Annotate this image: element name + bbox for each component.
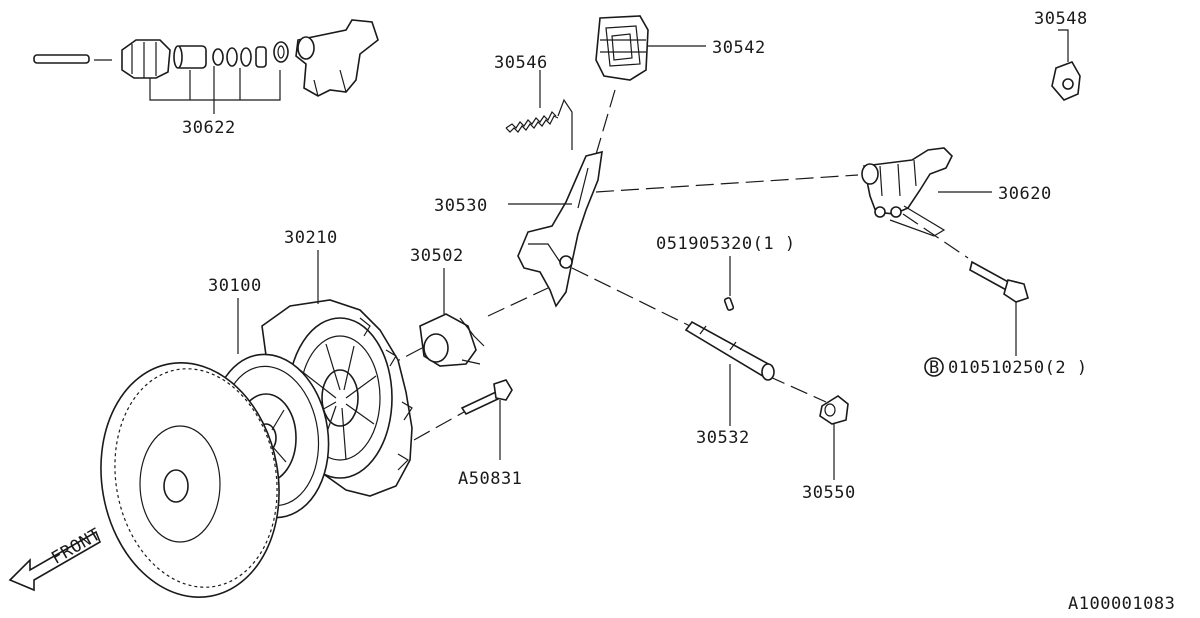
operating-cylinder-drawing (861, 147, 992, 237)
pin-drawing (723, 256, 735, 311)
label-A50831[interactable]: A50831 (458, 469, 522, 489)
label-30548[interactable]: 30548 (1034, 9, 1088, 29)
return-spring-drawing (505, 70, 573, 150)
label-30100[interactable]: 30100 (208, 276, 262, 296)
label-30502[interactable]: 30502 (410, 246, 464, 266)
label-010510250-prefix: B (929, 358, 940, 378)
label-30210[interactable]: 30210 (284, 228, 338, 248)
master-cylinder-kit-drawing (33, 19, 379, 114)
part-number-labels: 30622 30546 30542 30548 30530 30620 3021… (182, 9, 1175, 614)
label-30550[interactable]: 30550 (802, 483, 856, 503)
reference-code: A100001083 (1068, 594, 1175, 614)
front-label: FRONT (48, 525, 104, 569)
bolt-drawing (969, 260, 1029, 356)
front-direction-marker: FRONT (8, 525, 105, 592)
release-fork-boot-drawing (595, 15, 706, 81)
flywheel-bolt-drawing (460, 379, 513, 460)
label-30546[interactable]: 30546 (494, 53, 548, 73)
label-30532[interactable]: 30532 (696, 428, 750, 448)
pivot-shaft-drawing (684, 320, 775, 426)
label-30530[interactable]: 30530 (434, 196, 488, 216)
bracket-drawing (1051, 29, 1081, 101)
bushing-drawing (819, 395, 849, 480)
b-prefix-circle (924, 357, 944, 377)
flywheel-drawing (100, 361, 280, 599)
label-051905320[interactable]: 051905320(1 ) (656, 234, 796, 254)
label-30542[interactable]: 30542 (712, 38, 766, 58)
label-30620[interactable]: 30620 (998, 184, 1052, 204)
label-30622[interactable]: 30622 (182, 118, 236, 138)
release-fork-drawing (508, 150, 603, 308)
release-bearing-drawing (419, 268, 485, 367)
label-010510250[interactable]: 010510250(2 ) (948, 358, 1088, 378)
